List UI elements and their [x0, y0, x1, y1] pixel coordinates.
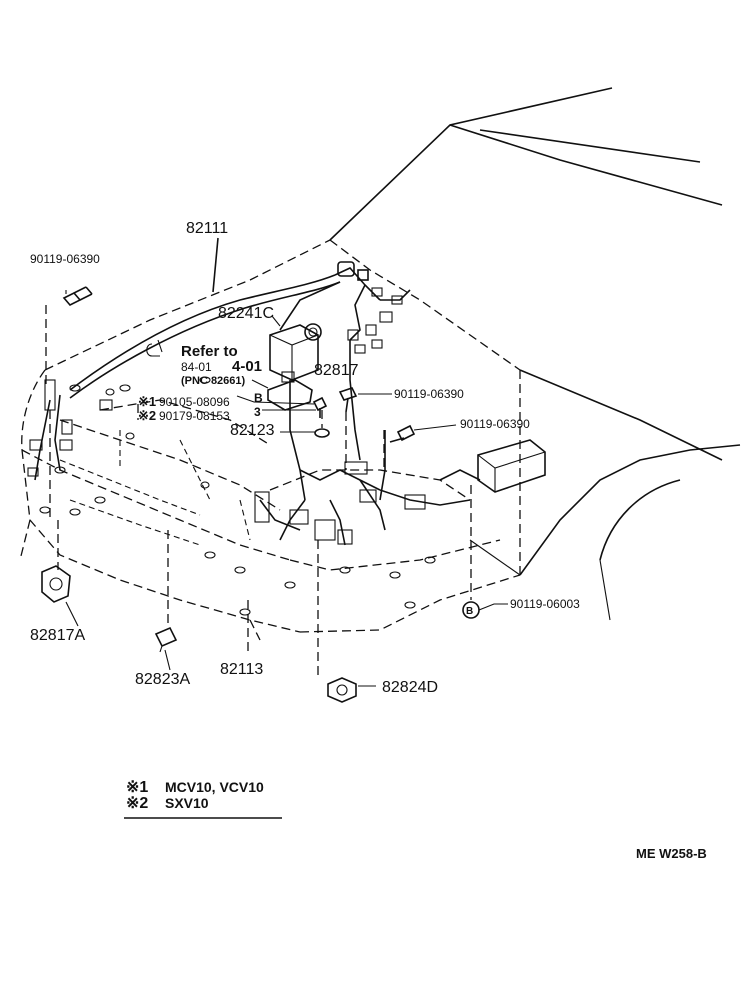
- label-4-01: 4-01: [232, 358, 262, 375]
- bolt-right-symbol: [389, 424, 416, 443]
- label-marker-b: B: [254, 391, 263, 405]
- clamp-82123-symbol: [314, 428, 330, 438]
- note-mark-1: ※1: [138, 394, 156, 409]
- figure-code: ME W258-B: [636, 846, 707, 861]
- wire-harness: [27, 261, 481, 546]
- label-82817: 82817: [314, 362, 359, 379]
- legend: ※1 MCV10, VCV10 ※2 SXV10: [124, 779, 282, 819]
- fuse-box-symbol: [477, 439, 546, 493]
- label-90119-06003: 90119-06003: [510, 597, 580, 611]
- label-84-01: 84-01: [181, 360, 212, 374]
- label-refer-to: Refer to: [181, 343, 238, 360]
- bolt-center-symbol: [338, 387, 358, 413]
- label-90105: 90105-08096: [159, 395, 230, 409]
- bolt-top-left-symbol: [62, 286, 93, 306]
- label-bolt-center: 90119-06390: [394, 387, 464, 401]
- label-82823a: 82823A: [135, 671, 190, 688]
- label-82817a: 82817A: [30, 627, 85, 644]
- bolt-90105-symbol: [312, 396, 328, 418]
- connector-82817-symbol: [304, 323, 322, 341]
- label-marker-3: 3: [254, 405, 261, 419]
- connector-82823a-symbol: [154, 626, 178, 653]
- label-90179: 90179-08153: [159, 409, 230, 423]
- legend-mark-2: ※2: [126, 795, 148, 812]
- legend-text-2: SXV10: [165, 795, 209, 811]
- label-circle-b: B: [466, 606, 473, 617]
- label-bolt-top-left: 90119-06390: [30, 252, 100, 266]
- label-82824d: 82824D: [382, 679, 438, 696]
- relay-block-symbol: [267, 371, 313, 411]
- connector-82824d-symbol: [327, 677, 357, 703]
- legend-text-1: MCV10, VCV10: [165, 779, 264, 795]
- label-bolt-right: 90119-06390: [460, 417, 530, 431]
- leader-lines: [45, 237, 508, 687]
- label-pnc: (PNC 82661): [181, 375, 246, 387]
- part-labels: 82111 90119-06390 82241C Refer to 84-01 …: [30, 220, 580, 696]
- vehicle-body-outline: [19, 87, 741, 641]
- label-82241c: 82241C: [218, 305, 274, 322]
- legend-mark-1: ※1: [126, 779, 148, 796]
- label-82111: 82111: [186, 220, 228, 237]
- components: [41, 286, 546, 703]
- note-mark-2: ※2: [138, 408, 156, 423]
- connector-82817a-symbol: [41, 565, 71, 603]
- label-82113: 82113: [220, 661, 263, 678]
- label-82123: 82123: [230, 422, 275, 439]
